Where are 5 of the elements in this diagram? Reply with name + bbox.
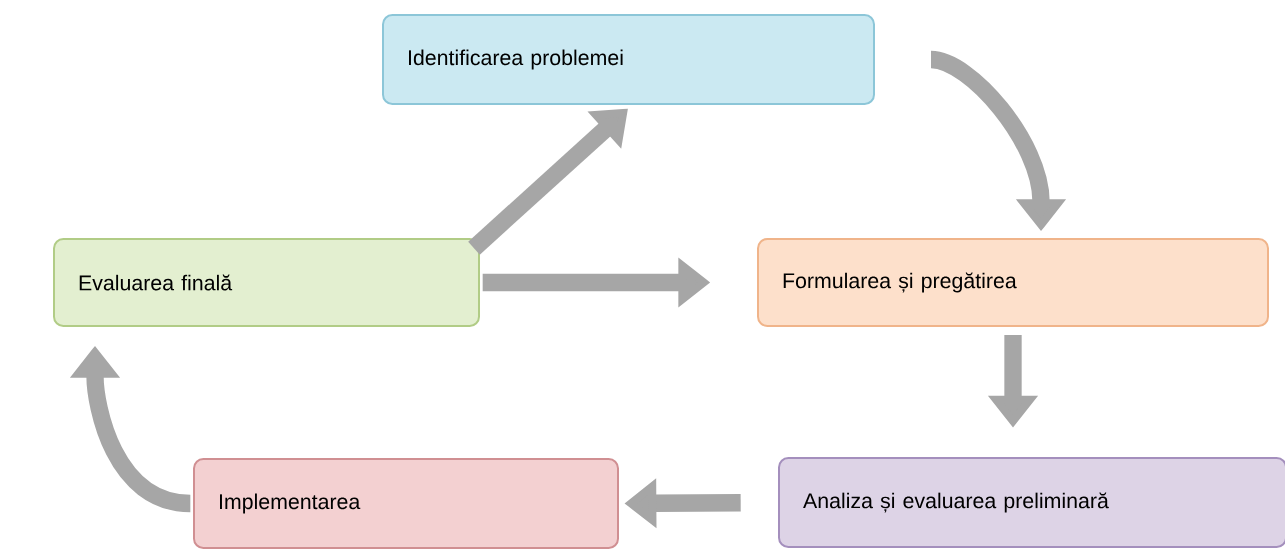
process-box: Implementarea bbox=[193, 458, 619, 549]
process-box: Identificarea problemei bbox=[382, 14, 875, 105]
process-box: Evaluarea finală bbox=[53, 238, 480, 327]
process-box: Formularea și pregătirea bbox=[757, 238, 1269, 327]
process-box: Analiza și evaluarea preliminară bbox=[778, 457, 1285, 548]
